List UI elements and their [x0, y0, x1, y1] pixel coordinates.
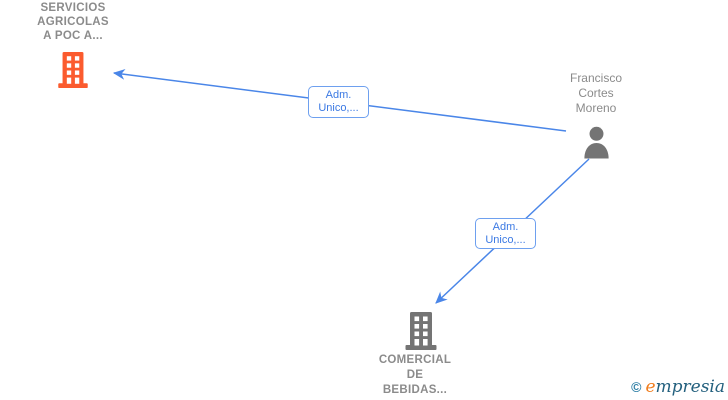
edge-label-line: Unico,...: [318, 102, 359, 114]
building-icon[interactable]: [55, 51, 91, 89]
node-label-line: Moreno: [575, 101, 617, 115]
edge-label-line: Adm.: [325, 89, 352, 101]
node-label-comercial-de-bebidas[interactable]: COMERCIAL DE BEBIDAS...: [364, 353, 466, 398]
node-label-line: DE: [406, 369, 424, 381]
node-label-line: SERVICIOS: [40, 2, 106, 14]
person-icon[interactable]: [581, 126, 612, 159]
copyright-icon: ©: [631, 379, 642, 395]
node-label-line: AGRICOLAS: [37, 16, 109, 28]
node-label-francisco-cortes-moreno[interactable]: Francisco Cortes Moreno: [550, 71, 642, 116]
node-label-line: Cortes: [578, 86, 614, 100]
node-label-line: COMERCIAL: [378, 354, 452, 366]
node-label-line: A POC A...: [43, 30, 103, 42]
node-label-servicios-agricolas[interactable]: SERVICIOS AGRICOLAS A POC A...: [13, 1, 133, 43]
node-label-line: BEBIDAS...: [382, 384, 448, 396]
node-label-line: Francisco: [569, 71, 622, 85]
building-icon[interactable]: [403, 311, 439, 351]
empresia-logo[interactable]: © empresia: [631, 377, 725, 397]
edge-label-line: Adm.: [492, 220, 519, 233]
edge-label-line: Unico,...: [485, 233, 526, 246]
empresia-brand-text: empresia: [645, 377, 725, 397]
edge-label-adm-unico-1[interactable]: Adm. Unico,...: [308, 86, 369, 118]
edge-label-adm-unico-2[interactable]: Adm. Unico,...: [475, 218, 536, 249]
